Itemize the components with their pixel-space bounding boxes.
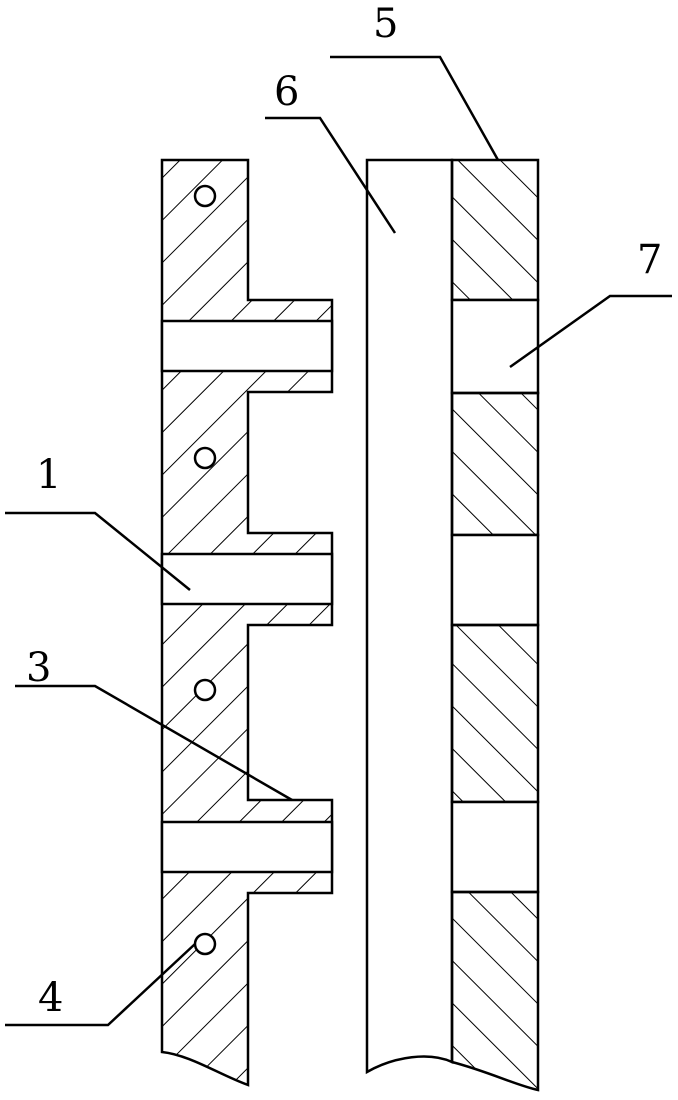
left-channel-1 — [160, 319, 334, 373]
leader-lines — [5, 55, 672, 1027]
leader-5 — [330, 55, 500, 161]
leader-1 — [5, 511, 191, 591]
part-label-7: 7 — [637, 237, 663, 283]
left-channel-3 — [160, 820, 334, 874]
left-hole-2 — [193, 446, 217, 470]
leader-4 — [5, 943, 196, 1027]
right-wall-seg-2 — [450, 391, 540, 537]
left-hole-1 — [193, 184, 217, 208]
part-label-4: 4 — [38, 975, 64, 1021]
right-wall-seg-4 — [450, 890, 540, 1092]
right-slot-3 — [450, 800, 540, 894]
left-hole-3 — [193, 678, 217, 702]
leader-7 — [509, 294, 672, 369]
part-label-6: 6 — [274, 69, 300, 115]
left-wall-body — [160, 158, 334, 1087]
part-label-3: 3 — [26, 645, 52, 691]
right-wall-seg-3 — [450, 623, 540, 804]
left-channel-2 — [160, 552, 334, 606]
part-label-5: 5 — [373, 1, 399, 47]
center-tube — [365, 158, 454, 1075]
left-hole-4 — [193, 932, 217, 956]
right-slot-1 — [450, 298, 540, 395]
right-slot-2 — [450, 533, 540, 627]
right-wall-seg-1 — [450, 158, 540, 302]
leader-3 — [15, 684, 293, 802]
leader-6 — [265, 116, 397, 234]
part-label-1: 1 — [36, 452, 62, 498]
right-wall — [450, 158, 540, 1092]
left-wall — [160, 158, 334, 1087]
